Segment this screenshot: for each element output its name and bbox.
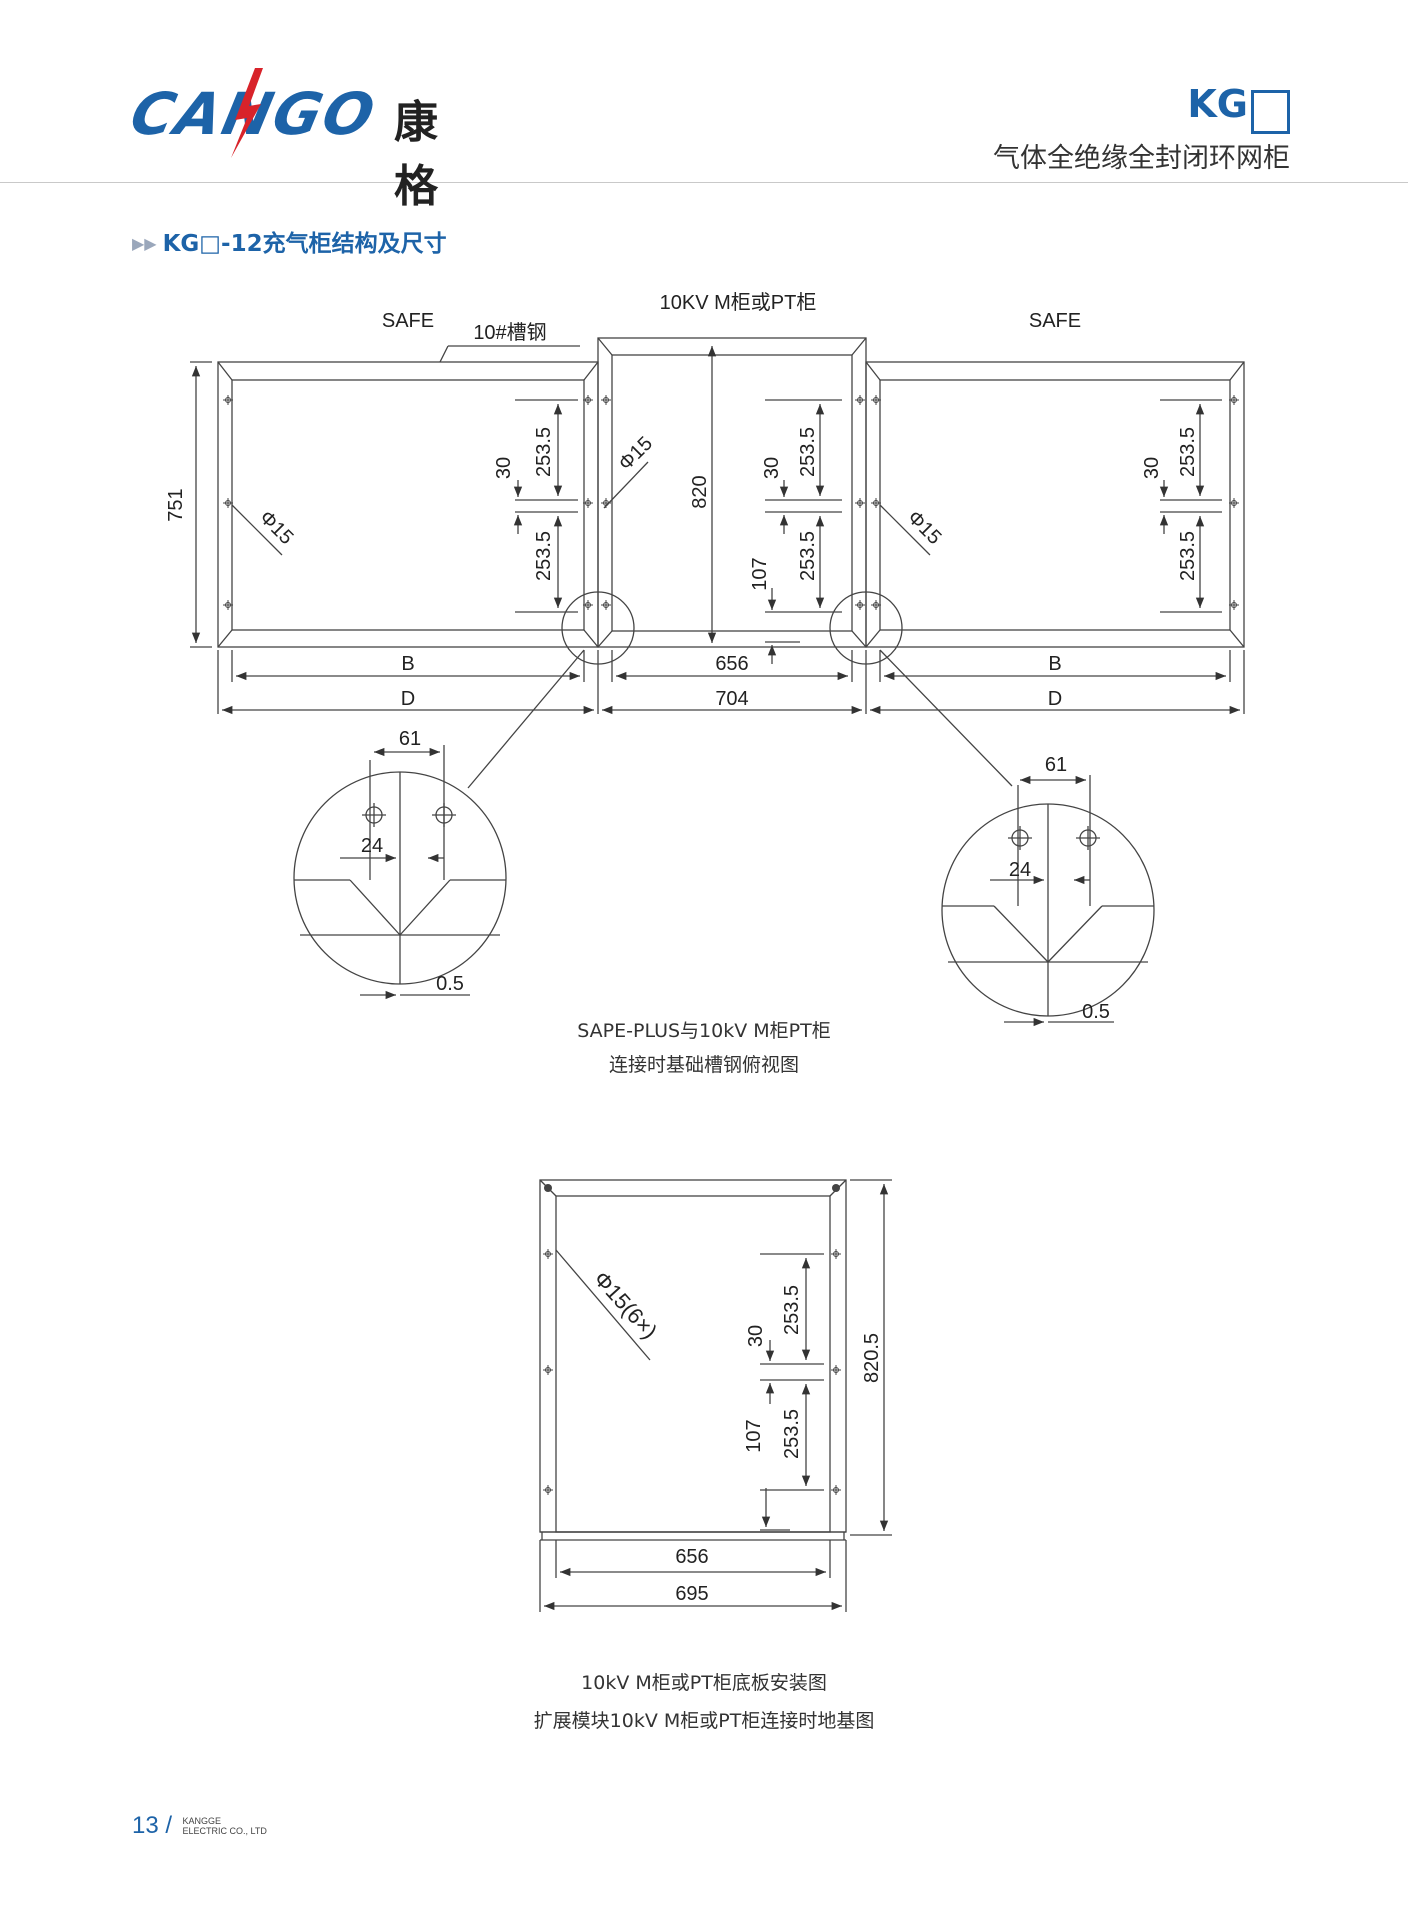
left-detail-view [293,745,507,1000]
phi-15-center: Φ15 [614,432,657,475]
phi-15-right: Φ15 [903,506,946,549]
section-arrows-icon: ▶▶ [132,234,157,253]
header-subtitle: 气体全绝缘全封闭环网柜 [993,143,1290,174]
section-title: ▶▶KG□-12充气柜结构及尺寸 [132,231,447,257]
dim-253-5-right-top: 253.5 [1177,427,1199,477]
page-footer: 13 / KANGGE ELECTRIC CO., LTD [132,1812,267,1840]
phi-15-left: Φ15 [255,506,298,549]
company-name: KANGGE ELECTRIC CO., LTD [182,1816,267,1836]
model-code: KG [1187,82,1248,126]
dim-b-right: B [1048,653,1061,675]
detail-left-24: 24 [361,835,383,857]
page-number: 13 / [132,1812,173,1839]
dim-820: 820 [689,475,711,508]
dim-107-center: 107 [749,557,771,590]
drawing1-caption-line2: 连接时基础槽钢俯视图 [608,1054,799,1076]
d2-dim-253-5-bottom: 253.5 [781,1409,803,1459]
dim-704: 704 [715,688,748,710]
safe-right-label: SAFE [1029,310,1081,332]
dim-253-5-center-bottom: 253.5 [797,531,819,581]
d2-dim-30: 30 [745,1325,767,1347]
dim-30-center: 30 [761,457,783,479]
drawing2-caption-line1: 10kV M柜或PT柜底板安装图 [581,1672,827,1694]
dim-253-5-center-top: 253.5 [797,427,819,477]
detail-right-61: 61 [1045,754,1067,776]
d2-dim-820-5: 820.5 [861,1333,883,1383]
logo-bolt-icon [231,68,263,158]
dim-30-right: 30 [1141,457,1163,479]
dim-656-top: 656 [715,653,748,675]
model-placeholder-box [1251,90,1290,134]
dim-d-right: D [1048,688,1062,710]
d2-dim-107: 107 [743,1419,765,1452]
detail-left-61: 61 [399,728,421,750]
left-safe-frame [217,361,599,648]
detail-left-0-5: 0.5 [436,973,464,995]
channel-steel-label: 10#槽钢 [473,321,546,344]
right-safe-frame [865,361,1245,648]
drawing1-caption-line1: SAPE-PLUS与10kV M柜PT柜 [577,1020,831,1042]
dim-30-left: 30 [493,457,515,479]
dim-751: 751 [165,488,187,521]
dim-253-5-left-top: 253.5 [533,427,555,477]
d2-dim-253-5-top: 253.5 [781,1285,803,1335]
detail-right-0-5: 0.5 [1082,1001,1110,1023]
right-detail-view [941,775,1155,1027]
dim-253-5-right-bottom: 253.5 [1177,531,1199,581]
center-m-pt-frame [597,337,867,648]
dim-d-left: D [401,688,415,710]
dim-253-5-left-bottom: 253.5 [533,531,555,581]
center-cabinet-title: 10KV M柜或PT柜 [660,291,817,314]
mounting-bolt-marks [222,394,1240,1496]
d2-dim-695: 695 [675,1583,708,1605]
logo-chinese-name: 康格 [394,97,438,212]
page-header: CANGO 康格 KG 气体全绝缘全封闭环网柜 [0,0,1408,212]
drawing2-caption-line2: 扩展模块10kV M柜或PT柜连接时地基图 [533,1710,875,1732]
d2-dim-656: 656 [675,1546,708,1568]
base-plate-frame [539,1179,847,1541]
safe-left-label: SAFE [382,310,434,332]
dim-b-left: B [401,653,414,675]
detail-right-24: 24 [1009,859,1031,881]
